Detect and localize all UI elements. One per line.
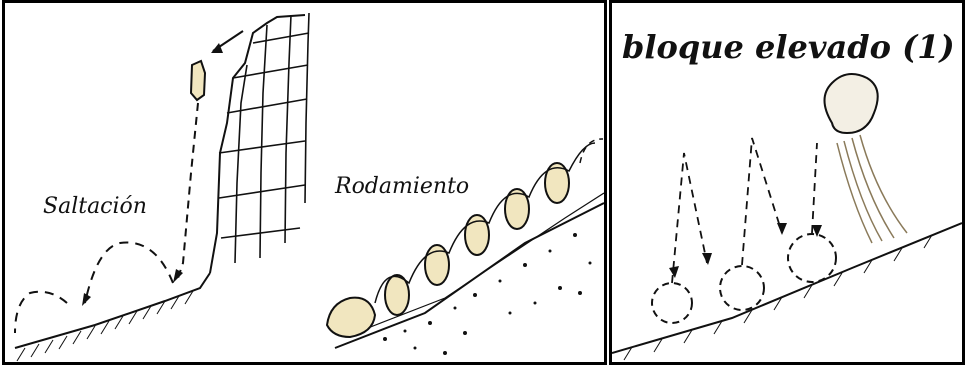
ground-hatch-right [623,234,933,361]
diagram-left: Saltación [14,12,604,362]
bounce-arc-2 [14,290,68,334]
dust-column [836,134,908,244]
saltation-arrow-head-1 [173,269,183,283]
panel-saltacion-rodamiento: Saltación [2,0,607,365]
rolling-ghost [579,138,604,164]
saltacion-label: Saltación [43,194,147,219]
rolling-boulder [325,296,377,339]
slope-left [14,272,211,349]
panel-bloque-elevado: bloque elevado (1) [609,0,965,365]
falling-rock [189,59,207,102]
saltation-fall-path [176,102,199,282]
dashed-blocks [651,233,837,324]
ground-speckles [383,233,592,355]
ground-hatch-left [16,290,194,362]
cliff-face [209,14,306,274]
bounce-trajectories [671,137,818,284]
fall-arrow-head [211,43,223,53]
slope-bloque [612,222,962,354]
cliff-joints [218,12,310,264]
rodamiento-label: Rodamiento [334,174,469,199]
diagram-right: bloque elevado (1) [612,28,962,361]
dust-cloud [823,73,879,135]
rolling-path [374,142,596,304]
trajectory-arrowheads [669,223,822,278]
rolling-loops [384,162,570,316]
saltation-arrow-head-2 [82,293,91,306]
slope-right-surface [354,192,604,334]
bounce-arc-1 [84,241,174,304]
bloque-elevado-title: bloque elevado (1) [622,28,955,66]
